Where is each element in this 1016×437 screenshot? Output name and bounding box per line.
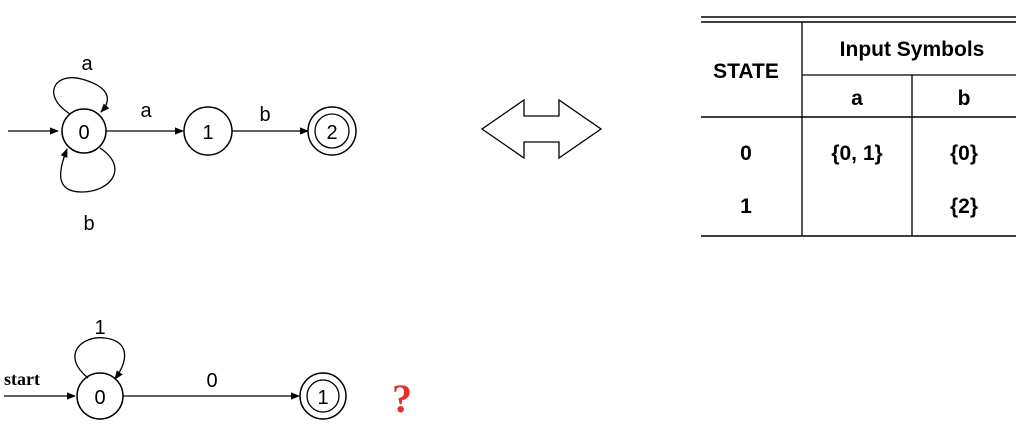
self-loop-bottom-label: b bbox=[83, 213, 94, 235]
table-header-symbol-a: a bbox=[851, 87, 863, 110]
self-loop-top bbox=[53, 77, 110, 115]
question-mark: ? bbox=[392, 376, 412, 421]
state-0-label-bottom: 0 bbox=[94, 387, 105, 409]
state-1-label: 1 bbox=[202, 122, 213, 144]
edge-0-1-bottom-label: 0 bbox=[206, 370, 217, 392]
state-2-inner-circle bbox=[314, 113, 350, 149]
nfa-diagram-bottom: start 0 1 0 1 ? bbox=[4, 317, 412, 421]
state-2-label: 2 bbox=[326, 122, 337, 144]
table-header-input-symbols: Input Symbols bbox=[840, 38, 985, 61]
table-row-0-b: {0} bbox=[950, 142, 978, 165]
self-loop-bottom-diagram bbox=[74, 337, 126, 380]
state-0-label: 0 bbox=[78, 122, 89, 144]
edge-1-2-label: b bbox=[259, 104, 270, 126]
table-row-0-state: 0 bbox=[740, 142, 752, 165]
table-row-1-state: 1 bbox=[740, 195, 752, 218]
state-1-label-bottom: 1 bbox=[317, 387, 328, 409]
table-header-state: STATE bbox=[713, 60, 779, 83]
edge-0-1-label: a bbox=[140, 100, 152, 122]
state-1-inner-circle-bottom bbox=[306, 379, 340, 413]
self-loop-bottom bbox=[60, 147, 116, 193]
transition-table: STATE Input Symbols a b 0 {0, 1} {0} 1 {… bbox=[701, 16, 1016, 237]
start-label: start bbox=[4, 369, 40, 389]
self-loop-bottom-diagram-label: 1 bbox=[94, 317, 105, 339]
self-loop-top-label: a bbox=[81, 53, 93, 75]
table-header-symbol-b: b bbox=[958, 87, 971, 110]
double-arrow-icon bbox=[480, 98, 603, 160]
table-row-0-a: {0, 1} bbox=[831, 142, 882, 165]
table-row-1-b: {2} bbox=[950, 195, 978, 218]
nfa-diagram-top: 0 a b a 1 b 2 bbox=[8, 53, 357, 235]
